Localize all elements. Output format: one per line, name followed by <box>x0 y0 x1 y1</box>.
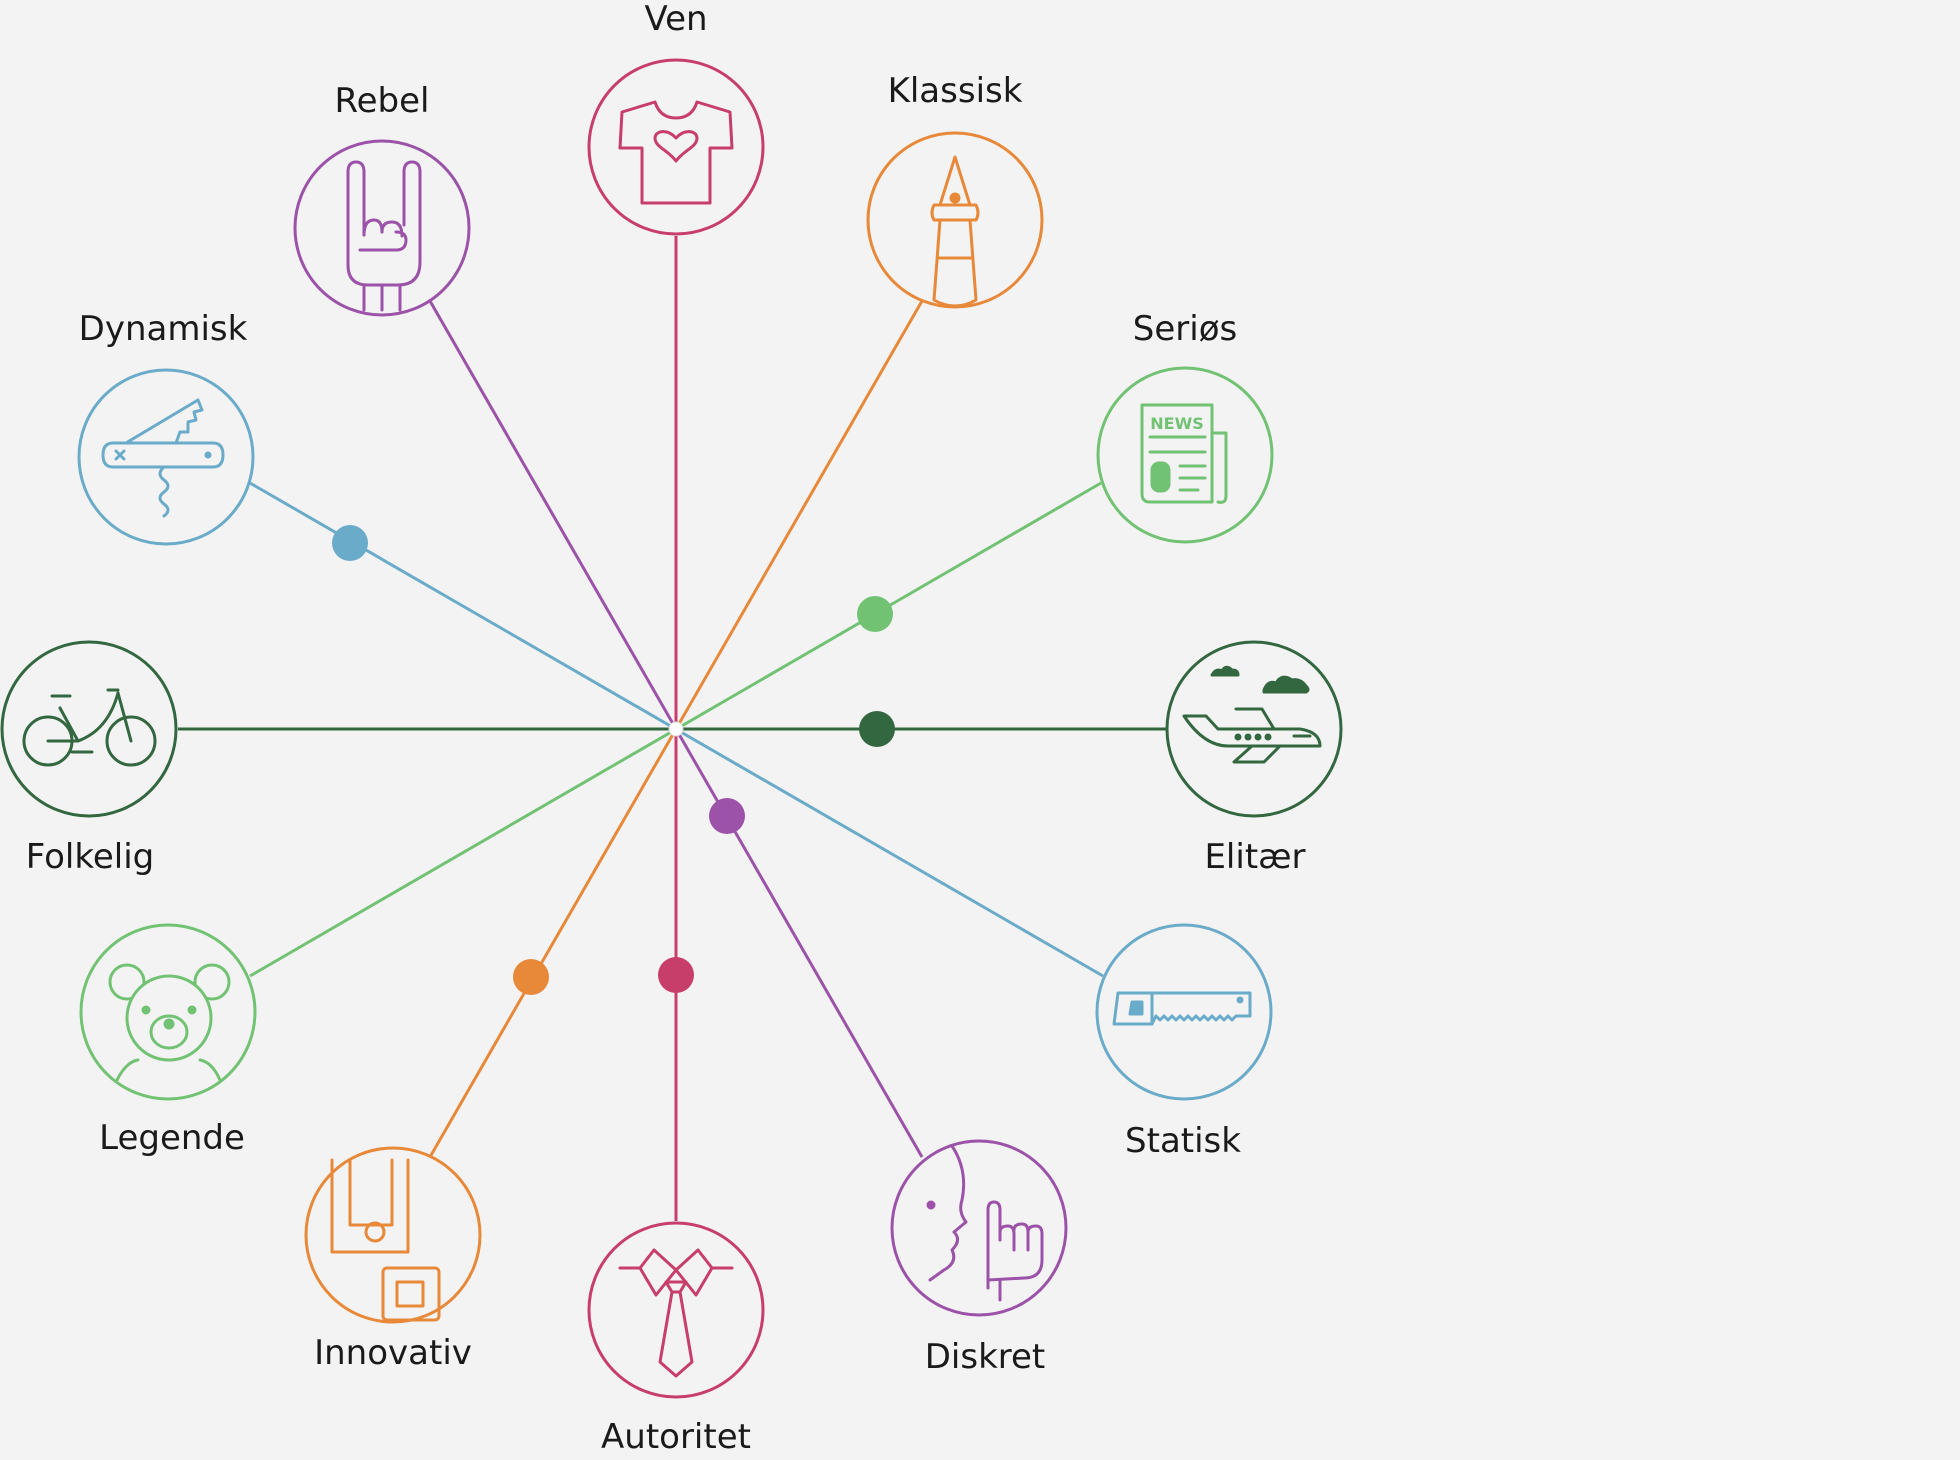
label-legende: Legende <box>99 1118 245 1158</box>
label-serios: Seriøs <box>1133 309 1237 349</box>
marker-rebel-diskret <box>709 798 745 834</box>
pocket-knife-icon <box>101 398 225 518</box>
mobile-device-icon <box>330 1158 441 1322</box>
node-ring-statisk <box>1095 923 1273 1101</box>
node-autoritet: Autoritet <box>587 1221 765 1457</box>
node-legende: Legende <box>79 923 257 1158</box>
label-autoritet: Autoritet <box>601 1417 751 1457</box>
label-innovativ: Innovativ <box>314 1333 472 1373</box>
node-ring-dynamisk <box>77 368 255 546</box>
marker-klassisk-innovativ <box>513 959 549 995</box>
center-node <box>668 721 684 737</box>
node-diskret: Diskret <box>890 1139 1068 1377</box>
marker-serios-legende <box>857 596 893 632</box>
node-elitaer: Elitær <box>1165 640 1343 877</box>
node-ven: Ven <box>587 0 765 236</box>
tshirt-heart-icon <box>618 100 734 205</box>
newspaper-text: NEWS <box>1150 414 1204 433</box>
position-markers <box>332 525 895 995</box>
node-innovativ: Innovativ <box>304 1146 482 1373</box>
label-dynamisk: Dynamisk <box>79 309 248 349</box>
node-dynamisk: Dynamisk <box>77 309 255 546</box>
node-statisk: Statisk <box>1095 923 1273 1161</box>
rock-hand-icon <box>346 160 422 312</box>
label-diskret: Diskret <box>925 1337 1046 1377</box>
airplane-icon <box>1182 665 1322 764</box>
label-rebel: Rebel <box>335 81 430 121</box>
label-elitaer: Elitær <box>1204 837 1305 877</box>
node-ring-ven <box>587 58 765 236</box>
label-ven: Ven <box>644 0 707 39</box>
node-folkelig: Folkelig <box>0 640 178 877</box>
marker-elitaer-folkelig <box>859 711 895 747</box>
label-folkelig: Folkelig <box>26 837 154 877</box>
fountain-pen-icon <box>930 155 980 308</box>
node-ring-serios <box>1096 366 1274 544</box>
label-klassisk: Klassisk <box>888 71 1023 111</box>
node-serios: NEWS Seriøs <box>1096 309 1274 544</box>
shush-face-icon <box>926 1144 1044 1302</box>
label-statisk: Statisk <box>1125 1121 1241 1161</box>
node-ring-diskret <box>890 1139 1068 1317</box>
saw-icon <box>1112 991 1252 1026</box>
newspaper-icon: NEWS <box>1140 403 1228 504</box>
node-klassisk: Klassisk <box>866 71 1044 309</box>
marker-dynamisk-statisk <box>332 525 368 561</box>
node-ring-autoritet <box>587 1221 765 1399</box>
teddy-bear-icon <box>108 963 231 1082</box>
node-ring-folkelig <box>0 640 178 818</box>
marker-ven-autoritet <box>658 957 694 993</box>
node-rebel: Rebel <box>293 81 471 317</box>
bicycle-icon <box>22 688 157 767</box>
shirt-tie-icon <box>618 1248 734 1378</box>
